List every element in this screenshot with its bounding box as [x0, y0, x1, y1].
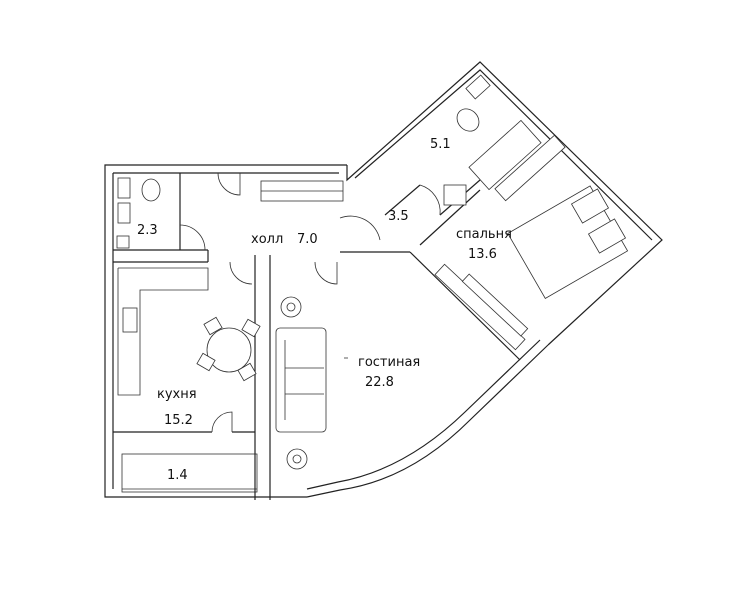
corridor-area: 3.5: [388, 209, 409, 224]
radiators: [260, 134, 566, 202]
lamps: [280, 296, 308, 470]
living-area: 22.8: [365, 375, 394, 390]
balcony: [121, 453, 258, 493]
bedroom-name: спальня: [456, 227, 512, 242]
balcony-area: 1.4: [167, 468, 188, 483]
outer-walls: [104, 61, 663, 498]
kitchen-area: 15.2: [164, 413, 193, 428]
living-name: гостиная: [358, 355, 420, 370]
hall-area: 7.0: [297, 232, 318, 247]
bathroom-fixtures: [116, 74, 542, 249]
doors: [179, 172, 441, 433]
hall-name: холл: [251, 232, 283, 247]
kitchen-name: кухня: [157, 387, 197, 402]
bathroom-small-area: 2.3: [137, 223, 158, 238]
bathroom-area: 5.1: [430, 137, 451, 152]
dining-table: [196, 316, 261, 382]
kitchen-counter: [117, 267, 209, 396]
wardrobe: [434, 263, 529, 351]
sofa: [275, 327, 327, 433]
bed: [507, 185, 629, 299]
interior-walls: [113, 173, 521, 500]
bedroom-area: 13.6: [468, 247, 497, 262]
